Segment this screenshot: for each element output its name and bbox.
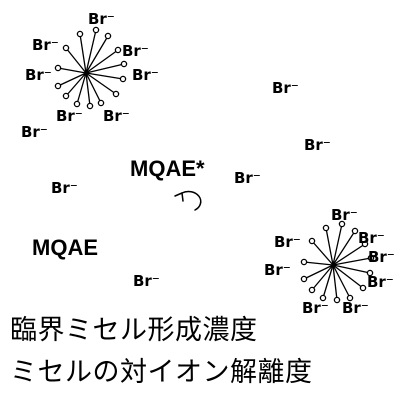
bromide-ion: Br⁻ (342, 299, 369, 317)
bromide-ion: Br⁻ (234, 169, 261, 187)
caption-line-1: 臨界ミセル形成濃度 (10, 315, 258, 346)
bromide-ion: Br⁻ (368, 248, 395, 266)
bromide-ion: Br⁻ (274, 233, 301, 251)
bromide-ion: Br⁻ (25, 66, 52, 84)
bromide-ion: Br⁻ (132, 66, 159, 84)
bromide-ion: Br⁻ (88, 10, 115, 28)
bromide-ion: Br⁻ (272, 79, 299, 97)
bromide-ion: Br⁻ (32, 36, 59, 54)
bromide-ion: Br⁻ (122, 42, 149, 60)
bromide-ion: Br⁻ (133, 272, 160, 290)
micelle-upper-left (54, 26, 128, 110)
bromide-ion: Br⁻ (367, 273, 394, 291)
caption-line-2: ミセルの対イオン解離度 (10, 357, 313, 388)
bromide-ion: Br⁻ (56, 107, 83, 125)
bromide-ion: Br⁻ (21, 123, 48, 141)
bromide-ion: Br⁻ (331, 206, 358, 224)
bromide-ion: Br⁻ (264, 261, 291, 279)
bromide-ion: Br⁻ (302, 299, 329, 317)
bromide-ion: Br⁻ (103, 107, 130, 125)
rotation-arrow (174, 190, 202, 211)
bromide-ion: Br⁻ (51, 179, 78, 197)
bromide-ion: Br⁻ (358, 229, 385, 247)
mqae-excited-label: MQAE* (130, 156, 205, 181)
micelle-lower-right (300, 220, 375, 304)
bromide-ion: Br⁻ (304, 136, 331, 154)
mqae-label: MQAE (32, 235, 98, 260)
